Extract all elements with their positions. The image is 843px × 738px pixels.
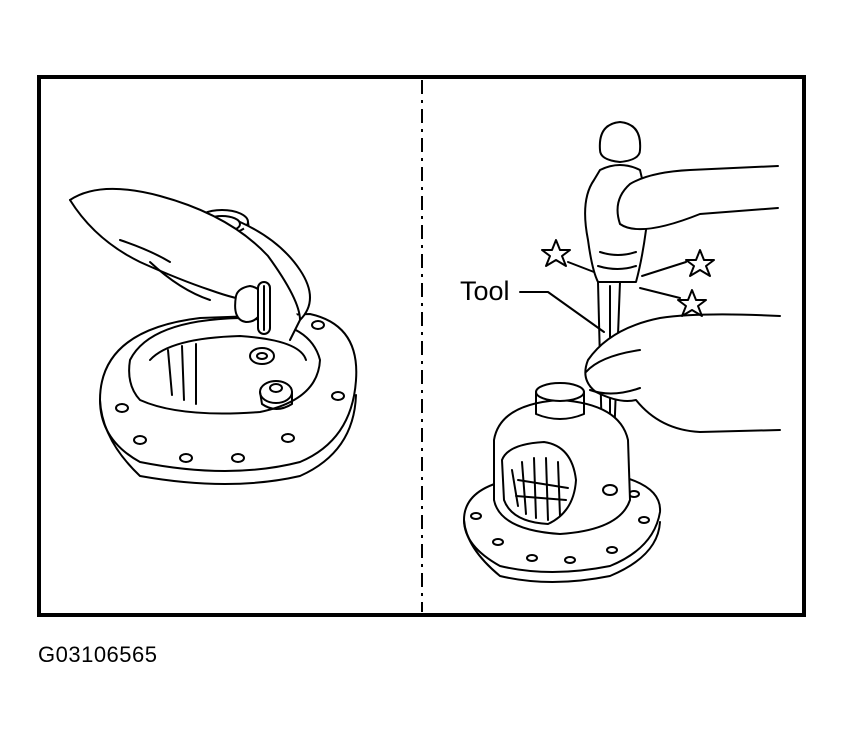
bolt-hole xyxy=(638,516,650,524)
left-panel-drawing xyxy=(69,187,358,485)
case-window xyxy=(501,441,577,525)
case-bore xyxy=(128,317,321,415)
upper-hand xyxy=(616,165,779,231)
bolt-hole xyxy=(492,538,504,546)
tool-callout-label: Tool xyxy=(460,276,510,306)
bolt-hole xyxy=(526,554,538,562)
bolt-hole xyxy=(564,556,576,564)
bolt-hole xyxy=(133,435,147,445)
case-flange xyxy=(99,313,358,472)
right-panel-drawing xyxy=(463,121,781,583)
impact-star xyxy=(677,289,707,317)
bolt-hole xyxy=(281,433,295,443)
bolt-hole xyxy=(115,403,129,413)
bolt-hole xyxy=(311,320,325,330)
tool-leader-line xyxy=(519,291,605,333)
impact-star xyxy=(541,239,571,267)
hand xyxy=(69,187,311,341)
bolt-hole xyxy=(179,453,193,463)
bolt-hole xyxy=(606,546,618,554)
bolt-hole xyxy=(470,512,482,520)
bolt-hole xyxy=(331,391,345,401)
bolt-hole xyxy=(231,453,245,463)
flange-edge xyxy=(99,394,357,485)
impact-star xyxy=(685,249,715,277)
figure-id: G03106565 xyxy=(38,642,158,667)
hammer-head xyxy=(598,121,642,163)
diff-case-body xyxy=(493,399,631,535)
figure-frame xyxy=(37,75,806,617)
top-bearing xyxy=(535,382,585,402)
